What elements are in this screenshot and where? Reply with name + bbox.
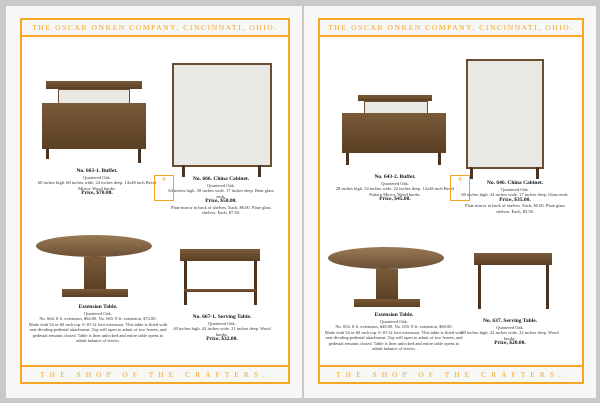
page-frame: THE OSCAR ONKEN COMPANY, CINCINNATI, OHI… — [318, 18, 584, 384]
caption: No. 667-1. Serving Table.Quartered Oak.4… — [173, 314, 271, 342]
caption: No. 666. China Cabinet.Quartered Oak.64 … — [168, 176, 274, 215]
caption: No. 646. China Cabinet.Quartered Oak.60 … — [461, 180, 569, 214]
caption: No. 663-1. Buffet.Quartered Oak.60 inche… — [37, 168, 157, 196]
page-footer: THE SHOP OF THE CRAFTERS. — [320, 365, 582, 382]
right-page: THE OSCAR ONKEN COMPANY, CINCINNATI, OHI… — [304, 6, 596, 398]
caption: No. 637. Serving Table.Quartered Oak.40 … — [461, 318, 559, 346]
page-header: THE OSCAR ONKEN COMPANY, CINCINNATI, OHI… — [320, 20, 582, 37]
page-footer: THE SHOP OF THE CRAFTERS. — [22, 365, 288, 382]
caption: No. 643-2. Buffet.Quartered Oak.28 inche… — [335, 174, 455, 202]
caption: Extension Table.Quartered Oak.No. 664. 8… — [28, 304, 168, 343]
crafters-logo-icon: ▥ — [154, 175, 174, 201]
caption: Extension Table.Quartered Oak.No. 654. 8… — [324, 312, 464, 351]
left-page: THE OSCAR ONKEN COMPANY, CINCINNATI, OHI… — [6, 6, 302, 398]
crafters-logo-icon: ▥ — [450, 175, 470, 201]
page-frame: THE OSCAR ONKEN COMPANY, CINCINNATI, OHI… — [20, 18, 290, 384]
page-header: THE OSCAR ONKEN COMPANY, CINCINNATI, OHI… — [22, 20, 288, 37]
